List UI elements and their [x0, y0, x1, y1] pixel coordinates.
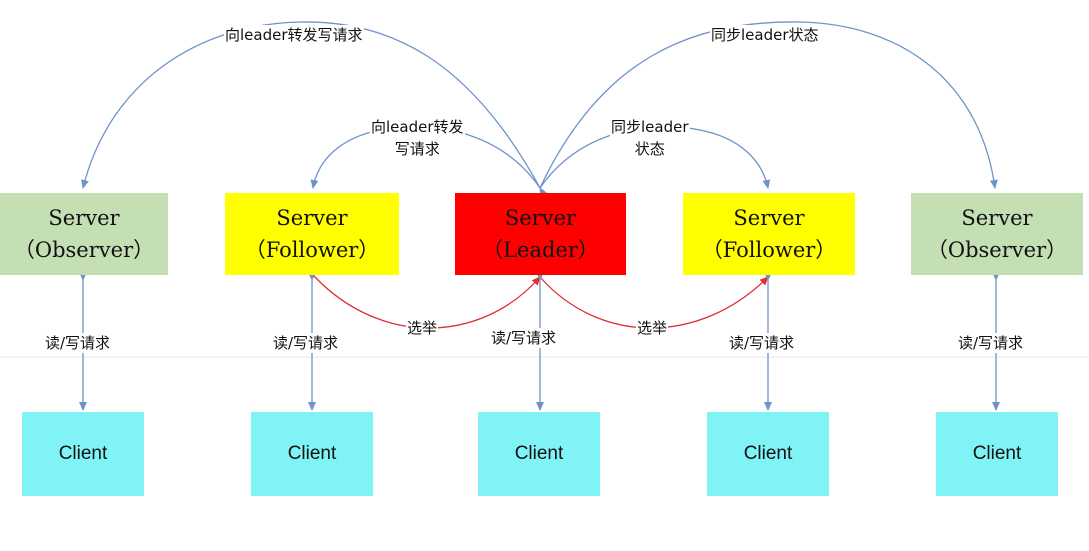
server-title: Server [48, 206, 120, 230]
label-forward-write-inner-line1: 向leader转发 [371, 118, 464, 136]
forward-write-outer-arrow-to-observer [81, 21, 548, 197]
label-sync-leader-state-outer: 同步leader状态 [710, 25, 820, 45]
server-role: （Observer） [13, 238, 155, 262]
server-observer-right: Server （Observer） [911, 193, 1083, 275]
client-5: Client [936, 412, 1058, 496]
server-role: （Observer） [926, 238, 1068, 262]
server-observer-left: Server （Observer） [0, 193, 168, 275]
server-title: Server [276, 206, 348, 230]
server-title: Server [733, 206, 805, 230]
label-election-right: 选举 [636, 318, 669, 338]
label-rw-request-1: 读/写请求 [44, 333, 112, 353]
label-election-left: 选举 [406, 318, 439, 338]
label-rw-request-4: 读/写请求 [728, 333, 796, 353]
label-rw-request-3: 读/写请求 [490, 328, 558, 348]
label-forward-write-inner-line2: 写请求 [394, 140, 440, 158]
client-2: Client [251, 412, 373, 496]
server-leader: Server （Leader） [455, 193, 626, 275]
server-follower-right: Server （Follower） [683, 193, 855, 275]
client-4: Client [707, 412, 829, 496]
label-rw-request-2: 读/写请求 [272, 333, 340, 353]
client-1: Client [22, 412, 144, 496]
label-rw-request-5: 读/写请求 [957, 333, 1025, 353]
server-role: （Follower） [701, 238, 837, 262]
label-sync-leader-state-inner-line2: 状态 [634, 140, 665, 158]
label-sync-leader-state-inner: 同步leader 状态 [610, 116, 690, 160]
server-role: （Follower） [244, 238, 380, 262]
label-forward-write-outer: 向leader转发写请求 [224, 25, 364, 45]
server-follower-left: Server （Follower） [225, 193, 399, 275]
server-role: （Leader） [482, 238, 599, 262]
label-sync-leader-state-inner-line1: 同步leader [611, 118, 689, 136]
server-title: Server [961, 206, 1033, 230]
client-3: Client [478, 412, 600, 496]
sync-leader-state-outer-arrow-to-observer [539, 21, 998, 189]
label-forward-write-inner: 向leader转发 写请求 [370, 116, 465, 160]
sync-leader-state-inner-arrow-to-follower [539, 125, 771, 189]
server-title: Server [504, 206, 577, 230]
